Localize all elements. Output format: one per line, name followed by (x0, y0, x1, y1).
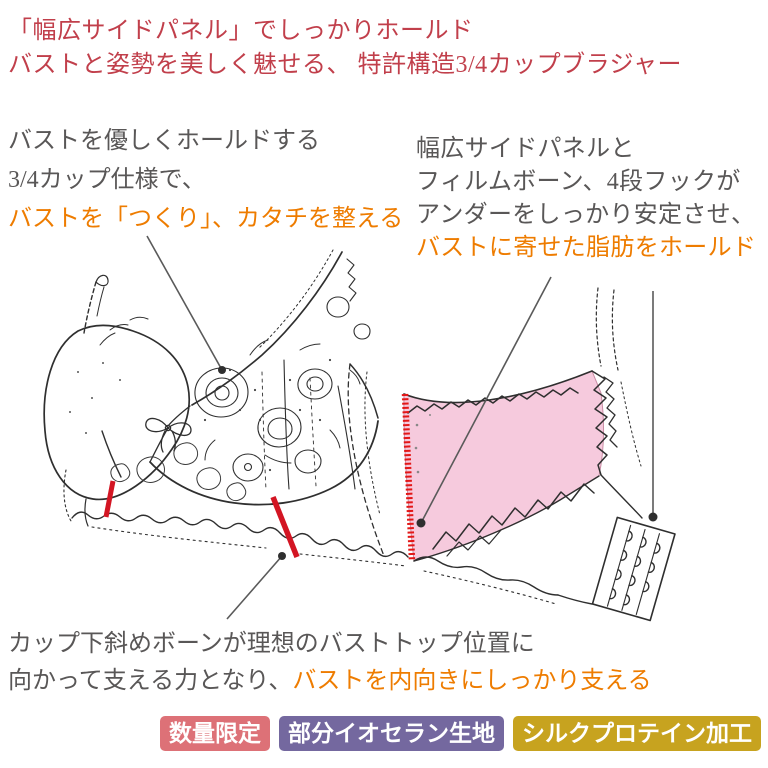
right-cup (149, 249, 385, 557)
leader-line-cup (146, 235, 223, 371)
leader-line-boning (226, 555, 283, 620)
leader-line-panel (420, 276, 552, 524)
annotation-boning-line-1: カップ下斜めボーンが理想のバストトップ位置に (8, 631, 535, 657)
header-line-1: 「幅広サイドパネル」でしっかりホールド (8, 18, 474, 44)
annotation-cup: バストを優しくホールドする 3/4カップ仕様で、 バストを「つくり」、カタチを整… (8, 122, 403, 239)
sketch-lines (43, 249, 676, 622)
annotation-cup-line-2: 3/4カップ仕様で、 (8, 167, 206, 193)
panel-stitch-line (401, 393, 416, 562)
center-bow (145, 405, 192, 463)
feature-badges: 数量限定 部分イオセラン生地 シルクプロテイン加工 (160, 716, 761, 751)
leader-dot-boning (278, 552, 286, 560)
header-copy: 「幅広サイドパネル」でしっかりホールド バストと姿勢を美しく魅せる、 特許構造3… (8, 14, 682, 82)
boning-line-right (270, 495, 300, 559)
hook-strip (591, 516, 676, 622)
callout-leaders (146, 235, 658, 620)
annotation-boning-line-2-gray: 向かって支える力となり、 (8, 668, 293, 694)
lace-cluster (110, 442, 247, 502)
lace-florals (194, 296, 371, 482)
annotation-side-highlight: バストに寄せた脂肪をホールド (416, 235, 757, 261)
annotation-side-line-3: アンダーをしっかり安定させ、 (416, 202, 756, 228)
annotation-cup-highlight: バストを「つくり」、カタチを整える (8, 206, 404, 232)
annotation-side-panel: 幅広サイドパネルと フィルムボーン、4段フックが アンダーをしっかり安定させ、 … (416, 133, 756, 265)
right-strap (595, 287, 643, 519)
badge-silk-protein: シルクプロテイン加工 (513, 716, 761, 751)
cup-speckles (69, 362, 121, 434)
leader-dot-cup (218, 366, 226, 374)
annotation-cup-line-1: バストを優しくホールドする (8, 128, 320, 154)
header-line-2: バストと姿勢を美しく魅せる、 特許構造3/4カップブラジャー (8, 52, 682, 78)
annotation-boning-line-2-highlight: バストを内向きにしっかり支える (292, 668, 652, 694)
red-accents (103, 393, 416, 562)
side-panel-highlight (403, 370, 604, 562)
boning-line-left (103, 480, 116, 518)
badge-ioselan-fabric: 部分イオセラン生地 (279, 716, 504, 751)
band-lace-edge (71, 511, 593, 605)
side-panel-sketch (403, 370, 608, 562)
annotation-boning: カップ下斜めボーンが理想のバストトップ位置に 向かって支える力となり、バストを内… (8, 626, 652, 700)
annotation-side-line-1: 幅広サイドパネルと (416, 136, 635, 162)
left-cup (43, 324, 191, 527)
annotation-side-line-2: フィルムボーン、4段フックが (416, 169, 741, 195)
badge-limited-quantity: 数量限定 (160, 716, 270, 751)
leader-dot-hook (648, 512, 658, 522)
annotation-boning-line-2: 向かって支える力となり、バストを内向きにしっかり支える (8, 663, 652, 700)
leader-dot-panel (416, 518, 426, 528)
left-strap (83, 274, 149, 346)
